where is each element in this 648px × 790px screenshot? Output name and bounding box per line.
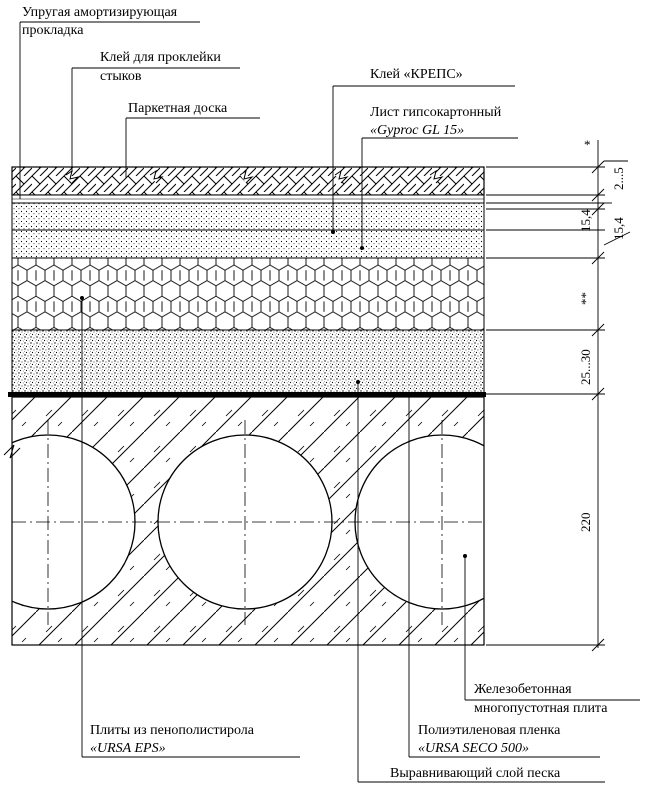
pe-film-label-line2: «URSA SECO 500» bbox=[418, 741, 529, 756]
dim-25-30: 25...30 bbox=[578, 349, 593, 385]
joint-glue-label-line2: стыков bbox=[100, 69, 142, 84]
dim-15-4-a: 15,4 bbox=[578, 209, 593, 232]
gypsum-sheet-label-line1: Лист гипсокартонный bbox=[370, 105, 502, 120]
dim-star: * bbox=[584, 137, 591, 152]
pe-film-label-line1: Полиэтиленовая пленка bbox=[418, 723, 561, 738]
rc-slab bbox=[3, 396, 485, 646]
rc-slab-label: Железобетонная многопустотная плита bbox=[474, 682, 608, 716]
gypsum-sheet-1 bbox=[11, 202, 485, 231]
parquet-label: Паркетная доска bbox=[128, 101, 228, 116]
dim-15-4-b: 15,4 bbox=[611, 217, 626, 240]
damping-pad-label: Упругая амортизирующая прокладка bbox=[22, 5, 181, 38]
gypsum-sheet-label-line2: «Gyproc GL 15» bbox=[370, 123, 464, 138]
damping-pad-label-line1: Упругая амортизирующая bbox=[22, 5, 178, 20]
pe-film-label: Полиэтиленовая пленка «URSA SECO 500» bbox=[418, 723, 564, 756]
joint-glue-label-line1: Клей для проклейки bbox=[100, 50, 221, 65]
sand-layer bbox=[11, 329, 485, 395]
dim-2-5: 2...5 bbox=[611, 167, 626, 190]
eps-layer bbox=[11, 257, 485, 331]
pe-film-layer bbox=[8, 392, 486, 397]
gypsum-sheet-2 bbox=[11, 229, 485, 259]
eps-boards-label: Плиты из пенополистирола «URSA EPS» bbox=[90, 723, 257, 756]
rc-slab-label-line1: Железобетонная bbox=[474, 682, 572, 697]
sand-layer-label: Выравнивающий слой песка bbox=[390, 766, 561, 781]
dim-star2: ** bbox=[578, 292, 593, 305]
dimension-chain bbox=[486, 140, 631, 652]
joint-glue-label: Клей для проклейки стыков bbox=[100, 50, 224, 84]
eps-boards-label-line1: Плиты из пенополистирола bbox=[90, 723, 255, 738]
eps-boards-label-line2: «URSA EPS» bbox=[90, 741, 166, 756]
damping-pad-label-line2: прокладка bbox=[22, 23, 84, 38]
glue-kreps-label: Клей «КРЕПС» bbox=[370, 67, 463, 82]
leader-lines bbox=[19, 21, 640, 783]
dim-220: 220 bbox=[578, 513, 593, 533]
gypsum-sheet-label: Лист гипсокартонный «Gyproc GL 15» bbox=[370, 105, 505, 138]
glue-joints bbox=[65, 169, 444, 184]
rc-slab-label-line2: многопустотная плита bbox=[474, 701, 608, 716]
